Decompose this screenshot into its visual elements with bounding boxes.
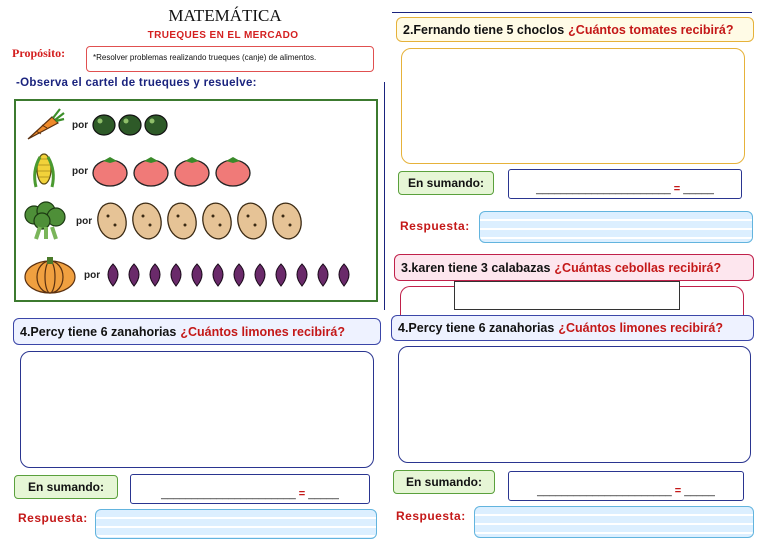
lime-icons [92,114,168,136]
question-2-ask: ¿Cuántos tomates recibirá? [568,22,734,37]
exchange-row-corn: por [22,151,261,191]
question-2-text: 2.Fernando tiene 5 choclos [403,22,565,37]
question-2: 2.Fernando tiene 5 choclos ¿Cuántos toma… [396,17,754,42]
sum-field-4-right[interactable]: ______________________ = _____ [508,471,744,501]
answer-field-left[interactable] [95,509,377,539]
exchange-row-carrot: por [22,107,171,143]
work-area-2[interactable] [401,48,745,164]
question-3: 3.karen tiene 3 calabazas ¿Cuántas cebol… [394,254,754,281]
question-4-right: 4.Percy tiene 6 zanahorias ¿Cuántos limo… [391,315,754,341]
carrot-icon [27,108,65,140]
question-left-ask: ¿Cuántos limones recibirá? [180,324,345,339]
blank-overlay-box [454,281,680,310]
sum-label-2: En sumando: [398,171,494,195]
purpose-label: Propósito: [12,46,66,60]
work-area-left[interactable] [20,351,374,468]
broccoli-icon [24,201,66,240]
purpose-box: *Resolver problemas realizando trueques … [86,46,374,72]
instruction-text: -Observa el cartel de trueques y resuelv… [16,77,257,89]
por-label: por [76,215,93,227]
question-3-ask: ¿Cuántas cebollas recibirá? [554,260,722,275]
answer-field-2[interactable] [479,211,753,243]
sum-field-2[interactable]: ______________________ = _____ [508,169,742,199]
sum-label-4-right: En sumando: [393,470,495,494]
answer-label-left: Respuesta: [18,511,88,525]
exchange-chart: por por [14,99,378,302]
exchange-row-pumpkin: por [22,255,361,295]
question-4-right-ask: ¿Cuántos limones recibirá? [558,321,723,335]
answer-label-2: Respuesta: [400,219,470,233]
tomato-icons [92,157,251,187]
work-area-4-right[interactable] [398,346,751,463]
sum-label-left: En sumando: [14,475,118,499]
onion-icons [107,263,350,287]
sum-field-left[interactable]: ______________________ = _____ [130,474,370,504]
pumpkin-icon [24,257,76,294]
top-rule [392,12,752,13]
answer-field-4-right[interactable] [474,506,754,538]
question-left-text: 4.Percy tiene 6 zanahorias [20,324,177,339]
answer-label-4-right: Respuesta: [396,509,466,523]
page-subtitle: TRUEQUES EN EL MERCADO [147,30,299,41]
corn-icon [33,153,55,188]
question-3-text: 3.karen tiene 3 calabazas [401,260,551,275]
column-divider [384,82,385,310]
question-4-right-text: 4.Percy tiene 6 zanahorias [398,321,555,335]
question-left: 4.Percy tiene 6 zanahorias ¿Cuántos limo… [13,318,381,345]
por-label: por [84,269,101,281]
por-label: por [72,119,89,131]
page-title: MATEMÁTICA [168,6,282,25]
por-label: por [72,165,89,177]
exchange-row-broccoli: por [22,201,307,241]
potato-icons [97,202,302,240]
